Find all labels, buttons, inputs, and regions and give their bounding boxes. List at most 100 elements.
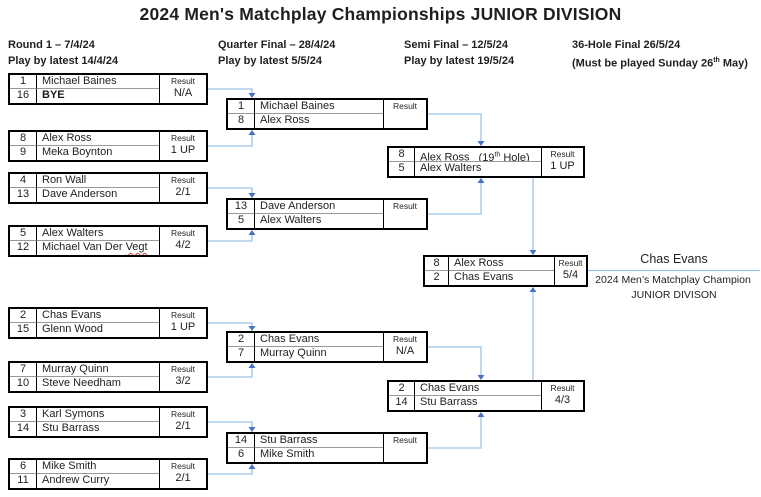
- player-name: Michael Baines: [255, 100, 383, 114]
- match-box-round1-7: 3 Karl Symons 14 Stu Barrass Result 2/1: [8, 406, 208, 438]
- match-box-semifinal-2: 2 Chas Evans 14 Stu Barrass Result 4/3: [387, 380, 585, 412]
- seed-cell: 3: [10, 408, 37, 422]
- match-note: (19th Hole): [478, 151, 530, 162]
- connector-arrowhead-icon: [248, 230, 256, 235]
- match-box-quarterfinal-1: 1 Michael Baines 8 Alex Ross Result: [226, 98, 428, 130]
- connector-line: [428, 417, 482, 449]
- player-name: Chas Evans: [454, 271, 514, 283]
- column-header-round1: Round 1 – 7/4/24 Play by latest 14/4/24: [8, 37, 118, 69]
- match-box-round1-4: 5 Alex Walters 12 Michael Van Der Vegt R…: [8, 225, 208, 257]
- connector-arrowhead-icon: [248, 464, 256, 469]
- player-name: Murray Quinn: [37, 363, 159, 377]
- player-name: BYE: [42, 89, 65, 101]
- connector-arrowhead-icon: [248, 130, 256, 135]
- play-by-date: Play by latest 14/4/24: [8, 55, 119, 67]
- result-label: Result: [558, 258, 583, 268]
- result-cell: Result 2/1: [159, 174, 206, 202]
- connector-line: [428, 113, 482, 141]
- result-label: Result: [170, 409, 196, 419]
- seed-cell: 1: [228, 100, 255, 114]
- round-date: 36-Hole Final 26/5/24: [572, 39, 681, 51]
- result-cell: Result: [383, 434, 426, 462]
- seed-cell: 5: [389, 162, 415, 176]
- result-cell: Result N/A: [383, 333, 426, 361]
- result-cell: Result 2/1: [159, 460, 206, 488]
- result-value: 1 UP: [550, 160, 575, 172]
- player-name: Stu Barrass: [255, 434, 383, 448]
- champion-title: 2024 Men’s Matchplay Champion: [595, 274, 751, 286]
- player-name: Ron Wall: [37, 174, 159, 188]
- result-label: Result: [392, 101, 418, 111]
- result-value: 4/2: [175, 239, 191, 251]
- round-date: Quarter Final – 28/4/24: [218, 39, 336, 51]
- column-header-quarter-final: Quarter Final – 28/4/24 Play by latest 5…: [218, 37, 335, 69]
- player-name: Dave Anderson: [42, 188, 118, 200]
- player-name: Michael Baines: [37, 75, 159, 89]
- connector-line: [208, 469, 253, 475]
- player-name: Glenn Wood: [42, 323, 103, 335]
- match-box-round1-5: 2 Chas Evans 15 Glenn Wood Result 1 UP: [8, 307, 208, 339]
- champion-division: JUNIOR DIVISON: [631, 289, 717, 301]
- page-title: 2024 Men's Matchplay Championships JUNIO…: [139, 4, 622, 24]
- result-value: 2/1: [175, 472, 191, 484]
- player-name: Alex Ross: [260, 114, 310, 126]
- match-box-round1-6: 7 Murray Quinn 10 Steve Needham Result 3…: [8, 361, 208, 393]
- seed-cell: 8: [389, 148, 415, 162]
- player-name: Mike Smith: [260, 448, 315, 460]
- result-label: Result: [392, 435, 418, 445]
- player-name: Stu Barrass: [42, 422, 100, 434]
- seed-cell: 14: [228, 434, 255, 448]
- match-box-round1-2: 8 Alex Ross 9 Meka Boynton Result 1 UP: [8, 130, 208, 162]
- player-name: Chas Evans: [37, 309, 159, 323]
- result-label: Result: [170, 228, 196, 238]
- player-name: Chas Evans: [255, 333, 383, 347]
- result-cell: Result 5/4: [554, 257, 586, 285]
- player-name: Steve Needham: [42, 377, 121, 389]
- play-by-date: (Must be played Sunday 26th May): [572, 57, 748, 70]
- seed-cell: 12: [10, 241, 37, 255]
- result-cell: Result 4/2: [159, 227, 206, 255]
- seed-cell: 13: [228, 200, 255, 214]
- seed-cell: 1: [10, 75, 37, 89]
- seed-cell: 5: [10, 227, 37, 241]
- player-name: Michael Van Der Vegt: [37, 241, 159, 255]
- result-value: 2/1: [175, 186, 191, 198]
- seed-cell: 2: [389, 382, 415, 396]
- result-label: Result: [392, 201, 418, 211]
- result-value: N/A: [173, 87, 193, 99]
- player-name: Alex Ross: [37, 132, 159, 146]
- match-box-quarterfinal-4: 14 Stu Barrass 6 Mike Smith Result: [226, 432, 428, 464]
- connector-line: [208, 88, 253, 93]
- connector-line: [208, 235, 253, 242]
- result-value: 3/2: [175, 375, 191, 387]
- seed-cell: 7: [10, 363, 37, 377]
- seed-cell: 2: [228, 333, 255, 347]
- player-name-part: Alex Ross: [420, 151, 470, 162]
- result-cell: Result 1 UP: [541, 148, 583, 176]
- seed-cell: 5: [228, 214, 255, 228]
- match-box-round1-8: 6 Mike Smith 11 Andrew Curry Result 2/1: [8, 458, 208, 490]
- seed-cell: 7: [228, 347, 255, 361]
- player-name: Chas Evans: [415, 382, 541, 396]
- result-label: Result: [170, 461, 196, 471]
- match-box-round1-1: 1 Michael Baines 16 BYE Result N/A: [8, 73, 208, 105]
- match-box-final: 8 Alex Ross 2 Chas Evans Result 5/4: [423, 255, 588, 287]
- player-name: Mike Smith: [37, 460, 159, 474]
- seed-cell: 9: [10, 146, 37, 160]
- seed-cell: 8: [228, 114, 255, 128]
- result-label: Result: [392, 334, 418, 344]
- result-value: 2/1: [175, 420, 191, 432]
- result-cell: Result 2/1: [159, 408, 206, 436]
- connector-line: [208, 368, 253, 378]
- result-cell: Result 4/3: [541, 382, 583, 410]
- result-cell: Result 1 UP: [159, 309, 206, 337]
- seed-cell: 10: [10, 377, 37, 391]
- player-name: Karl Symons: [37, 408, 159, 422]
- player-name: Meka Boynton: [42, 146, 113, 158]
- seed-cell: 15: [10, 323, 37, 337]
- round-date: Semi Final – 12/5/24: [404, 39, 508, 51]
- player-name: Dave Anderson: [255, 200, 383, 214]
- result-label: Result: [170, 364, 196, 374]
- result-label: Result: [170, 175, 196, 185]
- player-name: Alex Walters: [37, 227, 159, 241]
